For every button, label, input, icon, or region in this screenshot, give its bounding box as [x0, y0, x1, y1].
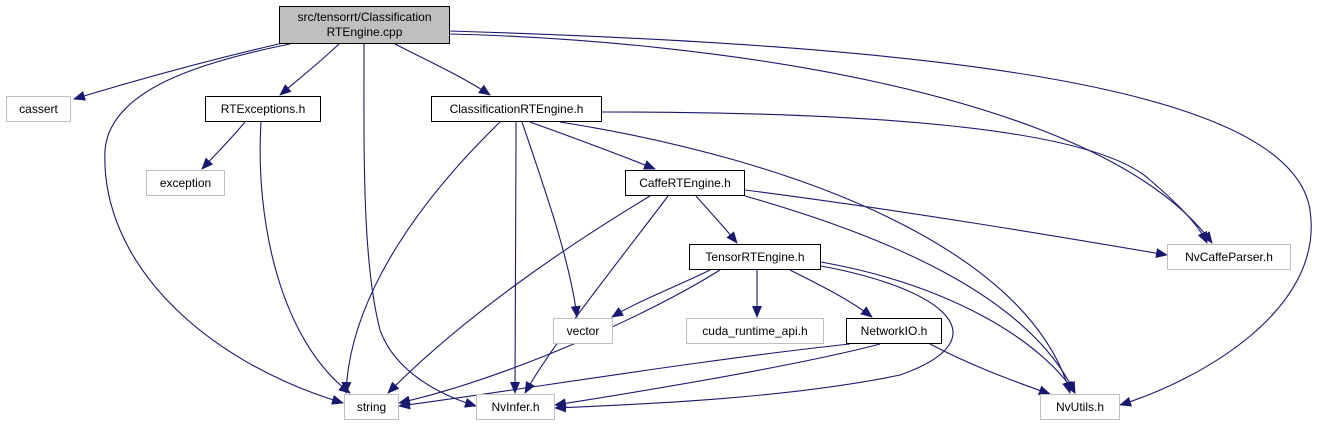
- classification-rtengine-label: ClassificationRTEngine.h: [449, 101, 584, 116]
- edge-classification-to-nvcaffeparser: [601, 111, 1208, 244]
- root-file-label-line1: src/tensorrt/Classification: [297, 10, 432, 24]
- edge-root-to-nvutils: [449, 30, 1312, 407]
- classification-rtengine-node[interactable]: ClassificationRTEngine.h: [431, 96, 602, 122]
- edge-networkio-to-string: [398, 343, 851, 410]
- edge-layer: [73, 30, 1312, 413]
- string-node[interactable]: string: [344, 394, 399, 420]
- edge-caffe-to-tensor: [695, 195, 738, 244]
- edge-classification-to-string: [341, 121, 501, 394]
- edge-caffe-to-nvinfer: [524, 195, 669, 394]
- tensor-rtengine-label: TensorRTEngine.h: [705, 249, 805, 264]
- cuda-runtime-api-label: cuda_runtime_api.h: [702, 323, 808, 338]
- tensor-rtengine-node[interactable]: TensorRTEngine.h: [689, 244, 821, 270]
- edge-classification-to-nvutils: [559, 121, 1072, 394]
- cassert-label: cassert: [19, 101, 58, 116]
- exception-label: exception: [159, 175, 212, 190]
- edge-caffe-to-nvutils: [744, 195, 1076, 394]
- networkio-label: NetworkIO.h: [860, 323, 928, 338]
- rtexceptions-label: RTExceptions.h: [220, 101, 306, 116]
- edge-classification-to-nvinfer: [510, 121, 521, 394]
- nvcaffeparser-node[interactable]: NvCaffeParser.h: [1167, 244, 1291, 270]
- edge-root-to-cassert: [73, 42, 284, 101]
- edge-networkio-to-nvinfer: [554, 343, 881, 409]
- edge-classification-to-caffe: [529, 121, 656, 170]
- string-label: string: [356, 399, 387, 414]
- caffe-rtengine-label: CaffeRTEngine.h: [639, 175, 731, 190]
- caffe-rtengine-node[interactable]: CaffeRTEngine.h: [625, 170, 745, 196]
- nvutils-node[interactable]: NvUtils.h: [1040, 394, 1120, 420]
- root-file-node[interactable]: src/tensorrt/Classification RTEngine.cpp: [279, 6, 450, 44]
- networkio-node[interactable]: NetworkIO.h: [846, 318, 942, 344]
- edge-root-to-nvcaffeparser: [449, 33, 1213, 244]
- edge-tensor-to-vector: [611, 269, 711, 318]
- edge-root-to-rtexceptions: [279, 43, 340, 96]
- nvinfer-node[interactable]: NvInfer.h: [476, 394, 555, 420]
- edge-rtexceptions-to-string: [259, 121, 351, 394]
- edge-root-to-classification: [394, 43, 491, 96]
- edge-root-to-nvinfer: [363, 43, 477, 408]
- edge-caffe-to-nvcaffeparser: [744, 189, 1168, 259]
- rtexceptions-node[interactable]: RTExceptions.h: [205, 96, 321, 122]
- edge-tensor-to-nvutils: [820, 261, 1076, 394]
- edge-root-to-string: [104, 43, 344, 405]
- edge-tensor-to-nvinfer: [554, 265, 954, 413]
- root-file-label-line2: RTEngine.cpp: [326, 25, 403, 39]
- edge-tensor-to-networkio: [789, 269, 873, 318]
- vector-node[interactable]: vector: [553, 318, 613, 344]
- edge-caffe-to-string: [387, 195, 651, 394]
- nvinfer-label: NvInfer.h: [491, 399, 540, 414]
- edge-rtexceptions-to-exception: [201, 121, 246, 170]
- edge-classification-to-vector: [521, 121, 581, 318]
- cassert-node[interactable]: cassert: [6, 96, 71, 122]
- nvutils-label: NvUtils.h: [1055, 399, 1104, 414]
- edge-networkio-to-nvutils: [929, 343, 1051, 396]
- edge-tensor-to-string: [398, 269, 721, 406]
- nvcaffeparser-label: NvCaffeParser.h: [1185, 249, 1273, 264]
- vector-label: vector: [566, 323, 600, 338]
- cuda-runtime-api-node[interactable]: cuda_runtime_api.h: [686, 318, 824, 344]
- exception-node[interactable]: exception: [146, 170, 225, 196]
